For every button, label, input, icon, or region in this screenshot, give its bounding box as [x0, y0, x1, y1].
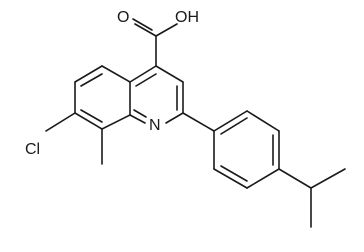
nitrogen-label: N	[149, 117, 161, 134]
bond-c7-cl	[45, 112, 76, 132]
bond-c7-c8-inner	[80, 109, 103, 123]
bond-c7-c8	[74, 112, 103, 130]
bond-n-c8a-inner	[133, 109, 147, 118]
bond-c2-c1p	[182, 112, 215, 132]
phenyl-ring	[182, 110, 280, 189]
bond-c1p-c2p	[213, 110, 248, 132]
bond-c4-c3	[155, 65, 184, 83]
bond-c4p-ch	[278, 168, 312, 189]
bond-c4a-c4-inner	[135, 73, 157, 87]
bond-c4a-c5	[101, 65, 131, 83]
bond-c-oh	[155, 23, 178, 37]
isopropyl-group	[278, 168, 346, 228]
bond-ch-me1	[310, 168, 346, 189]
bond-c-o-double-a	[134, 23, 157, 37]
bond-c2p-c3p	[246, 110, 280, 132]
bond-c4a-c4	[129, 65, 157, 83]
bond-c8-c8a	[101, 114, 131, 130]
chlorine-label: Cl	[25, 141, 40, 158]
bond-c5p-c6p	[213, 168, 248, 189]
benzo-ring	[74, 65, 131, 130]
bond-c-o-double-b	[132, 18, 153, 31]
bond-c2-n	[165, 112, 184, 124]
bond-n-c8a	[129, 114, 146, 124]
bond-c1p-c2p-inner	[220, 117, 248, 135]
hydroxyl-label: OH	[175, 9, 199, 26]
pyridine-ring	[129, 65, 184, 124]
bond-c4p-c5p	[246, 168, 280, 189]
bond-c5p-c6p-inner	[220, 165, 248, 182]
carboxyl-group	[132, 18, 178, 67]
bond-c5-c6	[74, 65, 103, 83]
bond-c5-c6-inner	[80, 73, 103, 87]
benzo-substituents	[45, 112, 103, 165]
oxygen-label: O	[117, 9, 129, 26]
